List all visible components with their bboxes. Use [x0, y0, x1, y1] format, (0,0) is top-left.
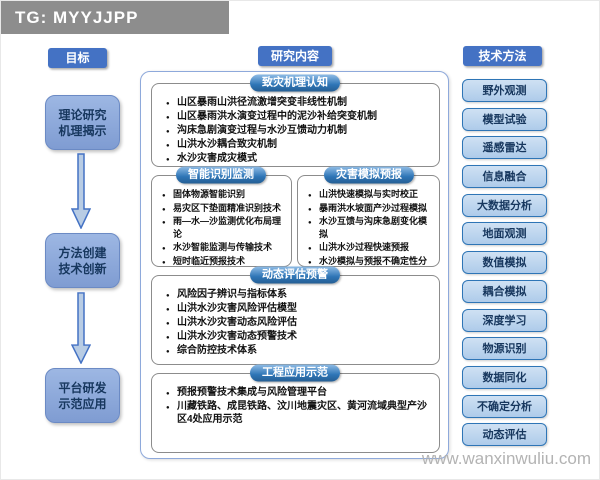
top-tag-label: TG: MYYJJPP — [1, 1, 229, 34]
research-item: 山洪水沙耦合致灾机制 — [166, 138, 433, 153]
down-arrow-icon — [71, 292, 91, 364]
research-item-list: 风险因子辨识与指标体系 山洪水沙灾害风险评估模型 山洪水沙灾害动态风险评估 山洪… — [152, 276, 439, 362]
goal-box-line: 平台研发 — [58, 380, 107, 395]
research-item-list: 山区暴雨山洪径流激增突变非线性机制 山区暴雨洪水演变过程中的泥沙补给突变机制 沟… — [152, 84, 439, 170]
research-item: 川藏铁路、成昆铁路、汶川地震灾区、黄河流域典型产沙区4处应用示范 — [166, 400, 433, 426]
research-item: 暴雨洪水坡面产沙过程模拟 — [308, 202, 435, 216]
method-box: 模型试验 — [462, 107, 547, 131]
research-item: 综合防控技术体系 — [166, 344, 433, 359]
goal-box-method: 方法创建 技术创新 — [45, 233, 120, 288]
goal-box-line: 机理揭示 — [58, 123, 107, 138]
method-box: 动态评估 — [462, 423, 547, 447]
research-item: 水沙互馈与沟床急剧变化模拟 — [308, 215, 435, 240]
section-simulation: 山洪快速模拟与实时校正 暴雨洪水坡面产沙过程模拟 水沙互馈与沟床急剧变化模拟 山… — [297, 175, 440, 278]
method-box: 物源识别 — [462, 337, 547, 361]
section-mechanism: 山区暴雨山洪径流激增突变非线性机制 山区暴雨洪水演变过程中的泥沙补给突变机制 沟… — [151, 83, 440, 167]
goal-box-line: 理论研究 — [58, 107, 107, 122]
research-item: 风险因子辨识与指标体系 — [166, 288, 433, 303]
section-title-monitoring: 智能识别监测 — [176, 166, 266, 184]
goal-box-line: 方法创建 — [58, 245, 107, 260]
research-item: 短时临近预报技术 — [162, 255, 287, 269]
goal-box-line: 技术创新 — [58, 261, 107, 276]
section-title-mechanism: 致灾机理认知 — [250, 74, 340, 92]
research-item: 固体物源智能识别 — [162, 188, 287, 202]
goal-box-theory: 理论研究 机理揭示 — [45, 95, 120, 150]
research-item: 沟床急剧演变过程与水沙互馈动力机制 — [166, 124, 433, 139]
goal-box-platform: 平台研发 示范应用 — [45, 368, 120, 423]
research-item: 山洪水沙灾害动态预警技术 — [166, 330, 433, 345]
research-item: 雨—水—沙监测优化布局理论 — [162, 215, 287, 240]
down-arrow-icon — [71, 153, 91, 229]
method-box: 地面观测 — [462, 222, 547, 246]
methods-column-header: 技术方法 — [463, 46, 542, 66]
method-box: 信息融合 — [462, 165, 547, 189]
methods-column: 野外观测 模型试验 遥感雷达 信息融合 大数据分析 地面观测 数值模拟 耦合模拟… — [462, 79, 547, 447]
method-box: 野外观测 — [462, 79, 547, 102]
research-item: 易灾区下垫面精准识别技术 — [162, 202, 287, 216]
method-box: 耦合模拟 — [462, 279, 547, 303]
goal-box-line: 示范应用 — [58, 396, 107, 411]
method-box: 数据同化 — [462, 365, 547, 389]
section-title-assessment: 动态评估预警 — [250, 266, 340, 284]
research-item: 预报预警技术集成与风险管理平台 — [166, 386, 433, 401]
watermark-text: www.wanxinwuliu.com — [421, 449, 591, 468]
research-item: 山洪水沙灾害风险评估模型 — [166, 302, 433, 317]
research-item: 水沙灾害成灾模式 — [166, 152, 433, 167]
section-title-simulation: 灾害模拟预报 — [324, 166, 414, 184]
section-assessment: 风险因子辨识与指标体系 山洪水沙灾害风险评估模型 山洪水沙灾害动态风险评估 山洪… — [151, 275, 440, 365]
section-application: 预报预警技术集成与风险管理平台 川藏铁路、成昆铁路、汶川地震灾区、黄河流域典型产… — [151, 373, 440, 453]
method-box: 大数据分析 — [462, 193, 547, 217]
content-column-header: 研究内容 — [258, 46, 332, 66]
method-box: 数值模拟 — [462, 251, 547, 275]
research-item: 山洪水沙灾害动态风险评估 — [166, 316, 433, 331]
method-box: 不确定分析 — [462, 394, 547, 418]
research-item-list: 预报预警技术集成与风险管理平台 川藏铁路、成昆铁路、汶川地震灾区、黄河流域典型产… — [152, 374, 439, 431]
section-monitoring: 固体物源智能识别 易灾区下垫面精准识别技术 雨—水—沙监测优化布局理论 水沙智能… — [151, 175, 292, 268]
method-box: 深度学习 — [462, 308, 547, 332]
goal-column-header: 目标 — [48, 48, 107, 68]
research-item: 山区暴雨洪水演变过程中的泥沙补给突变机制 — [166, 110, 433, 125]
method-box: 遥感雷达 — [462, 136, 547, 160]
research-item: 山洪快速模拟与实时校正 — [308, 188, 435, 202]
research-item: 山洪水沙过程快速预报 — [308, 241, 435, 255]
research-item: 山区暴雨山洪径流激增突变非线性机制 — [166, 96, 433, 111]
section-title-application: 工程应用示范 — [250, 364, 340, 382]
research-item-list: 固体物源智能识别 易灾区下垫面精准识别技术 雨—水—沙监测优化布局理论 水沙智能… — [152, 176, 291, 272]
research-item: 水沙智能监测与传输技术 — [162, 241, 287, 255]
